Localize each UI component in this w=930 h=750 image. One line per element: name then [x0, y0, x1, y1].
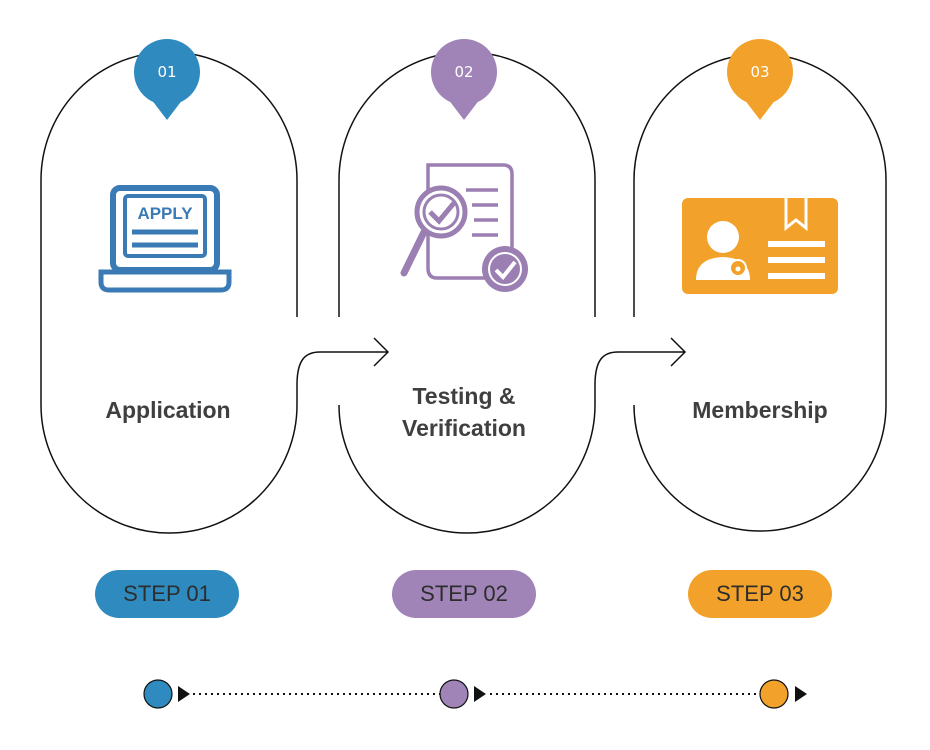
step-02-title-line2: Verification	[402, 415, 526, 441]
connector-arrow-1	[296, 337, 390, 386]
document-magnifier-check-icon	[400, 163, 514, 280]
step-03-number: 03	[750, 63, 770, 81]
step-01-pill: STEP 01	[95, 570, 239, 618]
timeline-arrowhead-1	[178, 686, 190, 702]
connector-arrow-2	[594, 337, 687, 386]
step-03-capsule	[633, 53, 887, 532]
step-01-pin	[134, 39, 200, 120]
laptop-apply-icon	[98, 185, 232, 293]
step-01-capsule	[40, 51, 298, 534]
timeline	[143, 679, 807, 709]
step-02-pill: STEP 02	[392, 570, 536, 618]
step-02-title-line1: Testing &	[412, 383, 516, 409]
step-02-capsule	[338, 51, 596, 534]
timeline-dot-1	[143, 679, 173, 709]
apply-icon-text: APPLY	[137, 204, 193, 223]
step-03-title: Membership	[692, 397, 828, 423]
step-02-number: 02	[454, 63, 474, 81]
step-03-pin	[727, 39, 793, 120]
step-01-number: 01	[157, 63, 177, 81]
timeline-arrowhead-3	[795, 686, 807, 702]
membership-card-icon	[682, 198, 838, 294]
step-01-title: Application	[105, 397, 231, 423]
timeline-arrowhead-2	[474, 686, 486, 702]
step-03-pill: STEP 03	[688, 570, 832, 618]
step-02-pin	[431, 39, 497, 120]
check-badge-icon	[482, 246, 528, 292]
step-02-title: Testing & Verification	[364, 380, 564, 444]
timeline-dot-2	[439, 679, 469, 709]
timeline-dot-3	[759, 679, 789, 709]
